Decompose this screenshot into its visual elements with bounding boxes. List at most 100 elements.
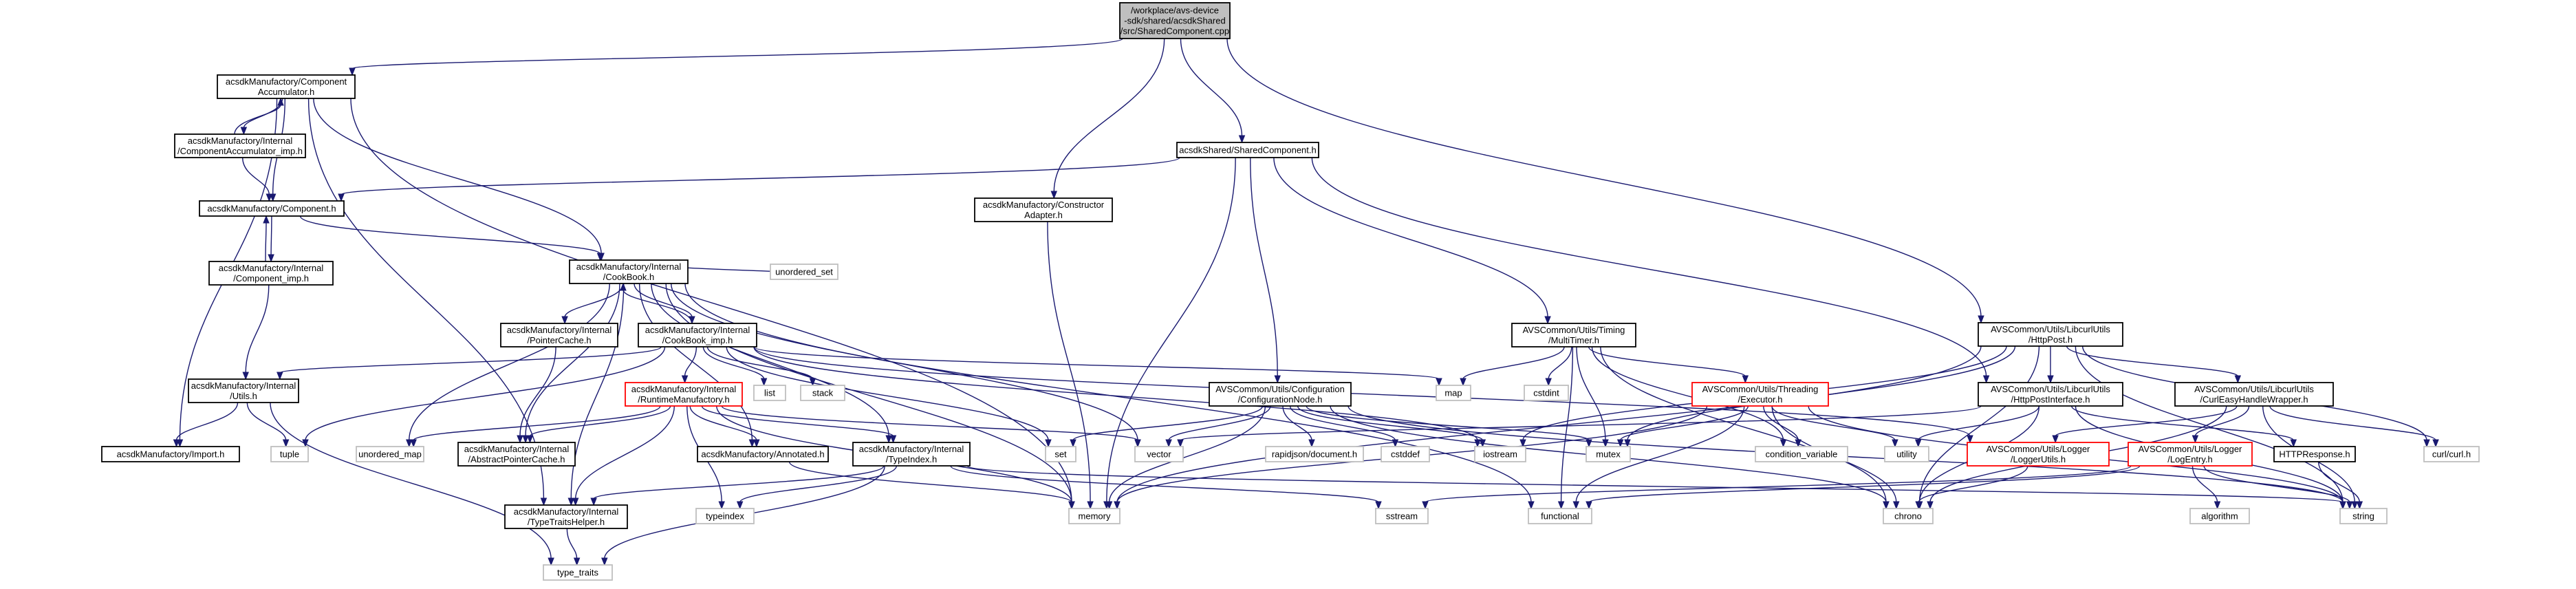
node-condvar[interactable]: condition_variable [1755, 446, 1848, 462]
edge-line [966, 465, 2344, 503]
node-httpresponse[interactable]: HTTPResponse.h [2273, 446, 2356, 462]
node-utility[interactable]: utility [1884, 446, 1929, 462]
edge-line [689, 405, 757, 441]
node-httppostif[interactable]: AVSCommon/Utils/LibcurlUtils/HttpPostInt… [1978, 382, 2123, 407]
arrowhead [1585, 439, 1592, 448]
node-cstdint[interactable]: cstdint [1524, 385, 1569, 401]
node-cookbook[interactable]: acsdkManufactory/Internal/CookBook.h [569, 259, 689, 284]
node-compacc[interactable]: acsdkManufactory/ComponentAccumulator.h [217, 74, 356, 99]
node-confignode[interactable]: AVSCommon/Utils/Configuration/Configurat… [1209, 382, 1352, 407]
node-algorithm[interactable]: algorithm [2189, 508, 2250, 524]
arrowhead [2052, 435, 2059, 444]
node-box [1978, 382, 2123, 407]
edge-annotated-to-memory [788, 461, 1075, 510]
edge-line [593, 465, 885, 500]
edge-utils-to-import [173, 402, 239, 448]
node-string[interactable]: string [2339, 508, 2388, 524]
node-logentry[interactable]: AVSCommon/Utils/Logger/LogEntry.h [2128, 442, 2253, 467]
edge-line [1297, 405, 1484, 441]
node-typeindex-h[interactable]: acsdkManufactory/Internal/TypeIndex.h [852, 442, 971, 467]
node-utils[interactable]: acsdkManufactory/Internal/Utils.h [188, 378, 299, 403]
edge-curleasy-to-logentry [2191, 405, 2250, 444]
arrowhead [1274, 375, 1281, 384]
node-mutex[interactable]: mutex [1585, 446, 1631, 462]
node-compacc-imp[interactable]: acsdkManufactory/Internal/ComponentAccum… [174, 133, 306, 158]
node-unordered-set[interactable]: unordered_set [770, 264, 838, 280]
node-rapidjson[interactable]: rapidjson/document.h [1265, 446, 1364, 462]
node-box [504, 504, 628, 529]
node-label: Accumulator.h [258, 87, 314, 97]
node-type-traits[interactable]: type_traits [543, 564, 613, 581]
node-curleasy[interactable]: AVSCommon/Utils/LibcurlUtils/CurlEasyHan… [2174, 382, 2334, 407]
edge-root-to-ctoradapter [1050, 38, 1165, 200]
arrowhead [760, 378, 768, 387]
node-label: stack [812, 388, 834, 398]
node-memory[interactable]: memory [1068, 508, 1121, 524]
node-sstream[interactable]: sstream [1375, 508, 1429, 524]
node-httppost[interactable]: AVSCommon/Utils/LibcurlUtils/HttpPost.h [1978, 322, 2123, 347]
edge-line [1250, 157, 1278, 377]
node-typeindex[interactable]: typeindex [695, 508, 755, 524]
edge-line [1560, 346, 1574, 503]
node-label: iostream [1483, 449, 1517, 460]
edge-multitimer-to-cstdint [1545, 346, 1572, 387]
node-annotated[interactable]: acsdkManufactory/Annotated.h [697, 446, 829, 462]
arrowhead [173, 439, 180, 448]
node-box [1119, 2, 1231, 39]
node-comp-imp[interactable]: acsdkManufactory/Internal/Component_imp.… [208, 261, 334, 286]
node-abscache[interactable]: acsdkManufactory/Internal/AbstractPointe… [457, 442, 576, 467]
edge-line [2194, 405, 2250, 437]
edge-logentry-to-sstream [1422, 465, 2132, 510]
node-label: acsdkManufactory/Import.h [117, 449, 225, 460]
node-ptrcache[interactable]: acsdkManufactory/Internal/PointerCache.h [500, 323, 618, 347]
edge-line [340, 157, 1180, 195]
arrowhead [596, 253, 604, 261]
node-box [1511, 323, 1636, 347]
node-functional[interactable]: functional [1528, 508, 1592, 524]
node-cookbook-imp[interactable]: acsdkManufactory/Internal/CookBook_imp.h [638, 323, 757, 347]
node-sharedcomp[interactable]: acsdkShared/SharedComponent.h [1176, 142, 1319, 158]
node-executor[interactable]: AVSCommon/Utils/Threading/Executor.h [1691, 382, 1829, 407]
arrowhead [242, 372, 249, 381]
edge-line [1072, 405, 1264, 441]
node-label: /ComponentAccumulator_imp.h [177, 146, 303, 156]
arrowhead [1392, 439, 1399, 448]
edge-multitimer-to-condvar [1591, 346, 1787, 448]
node-import[interactable]: acsdkManufactory/Import.h [101, 446, 240, 462]
arrowhead [517, 435, 523, 444]
node-typetraits-h[interactable]: acsdkManufactory/Internal/TypeTraitsHelp… [504, 504, 628, 529]
node-root[interactable]: /workplace/avs-device-sdk/shared/acsdkSh… [1119, 2, 1231, 39]
node-multitimer[interactable]: AVSCommon/Utils/Timing/MultiTimer.h [1511, 323, 1636, 347]
node-iostream[interactable]: iostream [1474, 446, 1526, 462]
node-vector[interactable]: vector [1134, 446, 1184, 462]
node-tuple[interactable]: tuple [270, 446, 309, 462]
node-comp[interactable]: acsdkManufactory/Component.h [199, 200, 345, 217]
arrowhead [1572, 501, 1580, 510]
node-curl[interactable]: curl/curl.h [2423, 446, 2480, 462]
node-label: algorithm [2201, 511, 2238, 522]
node-unordered-map[interactable]: unordered_map [356, 446, 424, 462]
node-box [625, 382, 743, 407]
node-label: /CookBook.h [603, 272, 654, 282]
arrowhead [1742, 375, 1749, 384]
arrowhead [1927, 501, 1934, 510]
node-label: acsdkManufactory/Internal [859, 444, 964, 454]
node-box [1883, 508, 1934, 524]
node-box [500, 323, 618, 347]
node-set[interactable]: set [1045, 446, 1076, 462]
node-map[interactable]: map [1436, 385, 1471, 401]
node-label: /src/SharedComponent.cpp [1121, 26, 1229, 36]
node-loggerutils[interactable]: AVSCommon/Utils/Logger/LoggerUtils.h [1967, 442, 2110, 467]
edge-line [1588, 465, 2141, 503]
node-box [1978, 322, 2123, 347]
node-label: rapidjson/document.h [1272, 449, 1357, 460]
node-stack[interactable]: stack [800, 385, 845, 401]
node-box [457, 442, 576, 467]
node-chrono[interactable]: chrono [1883, 508, 1934, 524]
node-cstddef[interactable]: cstddef [1381, 446, 1430, 462]
arrowhead [889, 435, 897, 444]
node-list[interactable]: list [753, 385, 786, 401]
node-runtime[interactable]: acsdkManufactory/Internal/RuntimeManufac… [625, 382, 743, 407]
arrowhead [1893, 501, 1900, 510]
